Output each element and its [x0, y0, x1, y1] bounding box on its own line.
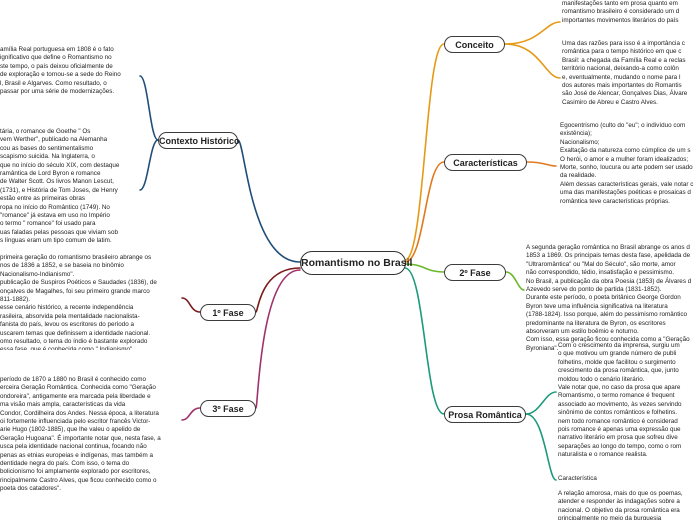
topic-fase-1[interactable]: 1º Fase [200, 304, 256, 321]
note-fase-1: primeira geração do romantismo brasileir… [0, 254, 157, 350]
sublink-prosa-1 [525, 391, 557, 415]
topic-conceito[interactable]: Conceito [444, 36, 505, 53]
note-conceito-movimento: manifestações tanto em prosa quanto em r… [562, 0, 680, 24]
sublink-contexto-2 [139, 139, 159, 191]
sublink-conceito-1 [504, 21, 561, 45]
note-fase-3: período de 1870 a 1880 no Brasil é conhe… [0, 376, 161, 493]
link-conceito [404, 43, 445, 261]
topic-fase-3[interactable]: 3º Fase [200, 400, 256, 417]
sublink-contexto-1 [139, 75, 159, 141]
link-prosa [404, 267, 445, 415]
topic-contexto-historico[interactable]: Contexto Histórico [158, 132, 240, 149]
topic-caracteristicas[interactable]: Características [444, 154, 527, 171]
note-fase-2: A segunda geração romântica no Brasil ab… [526, 244, 692, 352]
link-fase2 [404, 263, 445, 273]
topic-prosa-romantica[interactable]: Prosa Romântica [444, 406, 526, 423]
topic-fase-2[interactable]: 2º Fase [444, 264, 506, 281]
sublink-fase3 [181, 407, 201, 421]
link-fase3 [255, 269, 301, 409]
note-contexto-romance-europeu: tária, o romance de Goethe " Os vem Wert… [0, 128, 120, 245]
note-prosa-relacao-amorosa: A relação amorosa, mais do que os poemas… [558, 490, 683, 520]
sublink-fase1 [181, 297, 201, 313]
sublink-conceito-2 [504, 43, 561, 79]
sublink-prosa-2 [525, 413, 557, 481]
link-contexto [237, 139, 301, 263]
note-conceito-importancia: Uma das razões para isso é a importância… [562, 40, 688, 106]
note-caracteristicas-lista: Egocentrismo (culto do "eu"; o indivíduo… [560, 122, 694, 205]
sublink-fase2 [505, 271, 525, 291]
note-prosa-caracteristica-label: Característica [558, 475, 597, 482]
central-topic[interactable]: Romantismo no Brasil [300, 251, 412, 275]
note-contexto-familia-real: amília Real portuguesa em 1808 é o fato … [0, 46, 121, 96]
link-caracteristicas [404, 161, 445, 263]
note-prosa-imprensa: Com o crescimento da imprensa, surgiu um… [558, 342, 682, 459]
link-fase1 [255, 267, 301, 313]
sublink-caracteristicas [526, 161, 557, 167]
